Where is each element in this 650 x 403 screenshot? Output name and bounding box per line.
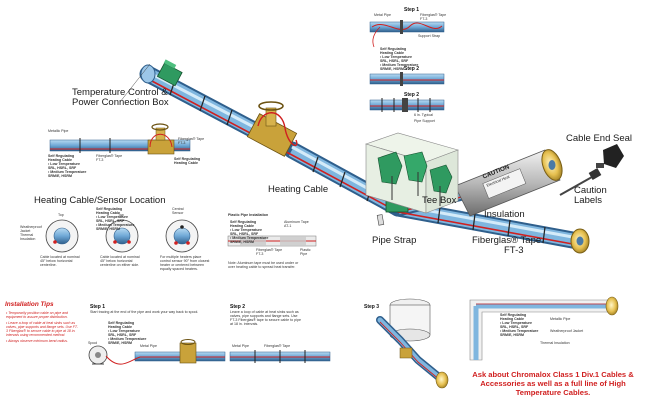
sensor-weatherproof: Weatherproof Jacket Thermal Insulation [20,225,42,241]
top-step-3-title: Step 2 [404,92,420,98]
power-connection-box [119,59,183,103]
plastic-pipe-detail [227,235,317,247]
sensor-central: Central Sensor [172,207,184,215]
top-step-srhc: Self Regulating Heating Cable • Low Temp… [380,47,419,71]
plastic-aluminum-tape: Aluminum Tape AT-1 [284,220,309,228]
bottom-step3 [376,298,449,389]
label-insulation: Insulation [484,209,525,220]
bottom-step-1-note: Start tracing at the end of the pipe and… [90,310,199,314]
top-step-1-title: Step 1 [404,7,420,13]
bottom-step-1-metal-pipe: Metal Pipe [140,344,157,348]
tee-box-inset [365,132,459,214]
insulated-elbow [469,296,619,361]
plastic-srhc: Self Regulating Heating Cable • Low Temp… [230,220,269,244]
valve-fiberglas: Fiberglas® Tape FT-3 [178,137,205,145]
bottom-step-1-srhc: Self Regulating Heating Cable • Low Temp… [108,321,147,345]
left-fiberglas: Fiberglas® Tape FT-3 [96,154,123,162]
top-steps [369,20,445,112]
heating-cable-path [149,79,579,246]
plastic-pipe-label: Plastic Pipe [300,248,311,256]
cable-end-seal-parts [559,144,624,196]
label-pipe-strap: Pipe Strap [372,235,417,246]
plastic-title: Plastic Pipe Installation [228,213,269,217]
top-step-tape-typical: 6 in. Typical [414,113,433,117]
label-heating-cable: Heating Cable [268,184,329,195]
label-fiberglas-tape: Fiberglas® Tape [472,235,542,246]
label-temperature-control: Temperature Control & [72,87,168,98]
elbow-thermal: Thermal Insulation [540,341,570,345]
label-tee-box: Tee Box [422,195,457,206]
label-ft3: FT-3 [504,245,524,256]
sensor-note-2: Cable located at nominal 45° below horiz… [100,255,140,267]
bottom-step-1-spool: Spool [88,341,98,345]
top-step-pipe-support: Pipe Support [414,119,435,123]
bottom-step-2-metal-pipe: Metal Pipe [232,344,249,348]
bottom-step-1-title: Step 1 [90,304,106,310]
top-step-2-title: Step 2 [404,66,420,72]
bottom-step2 [229,350,331,363]
top-step-metal-pipe: Metal Pipe [374,13,391,17]
elbow-metallic-pipe: Metallic Pipe [550,317,571,321]
gate-valve [246,101,298,157]
plastic-fiberglas: Fiberglas® Tape FT-3 [256,248,283,256]
sensor-top-2: Top [118,213,124,217]
bottom-step-3-title: Step 3 [364,304,380,310]
top-step-support-strap: Support Strap [418,34,441,38]
installation-tips-title: Installation Tips [5,301,54,308]
insulated-pipe [454,149,563,217]
promo-text: Ask about Chromalox Class 1 Div.1 Cables… [472,370,634,398]
bottom-step-2-note: Leave a loop of cable at heat sinks such… [230,310,301,326]
sensor-top-1: Top [58,213,64,217]
metallic-pipe-detail [49,123,191,155]
top-step-fiberglas: Fiberglas® Tape FT-3 [420,13,447,21]
plastic-note: Note: Aluminum tape must be used under o… [228,261,299,269]
bottom-step-2-fiberglas: Fiberglas® Tape [264,344,291,348]
sensor-srhc: Self Regulating Heating Cable • Low Temp… [96,207,135,231]
tip-item: • Temporarily position cable on pipe and… [6,311,68,320]
label-caution-labels: Caution Labels [574,185,607,206]
label-cable-end-seal: Cable End Seal [566,133,633,144]
left-metallic-pipe: Metallic Pipe [48,129,69,133]
label-sensor-location: Heating Cable/Sensor Location [34,195,166,206]
installation-tips-list: • Temporarily position cable on pipe and… [6,311,78,344]
valve-srhc: Self Regulating Heating Cable [174,157,201,165]
tip-item: • Always observe minimum bend radius. [6,338,68,343]
pipe-strap [376,214,385,226]
sensor-location-circles [45,219,199,253]
label-power-connection-box: Power Connection Box [72,97,169,108]
sensor-note-1: Cable located at nominal 45° below horiz… [40,255,80,267]
left-srhc: Self Regulating Heating Cable • Low Temp… [48,154,87,178]
sensor-note-3: For multiple heaters place control senso… [160,255,210,271]
bottom-step-2-title: Step 2 [230,304,246,310]
tip-item: • Leave a loop of cable at heat sinks su… [6,320,78,338]
elbow-srhc: Self Regulating Heating Cable • Low Temp… [500,313,539,337]
elbow-weatherproof: Weatherproof Jacket [550,329,584,333]
bottom-step1 [88,339,226,365]
